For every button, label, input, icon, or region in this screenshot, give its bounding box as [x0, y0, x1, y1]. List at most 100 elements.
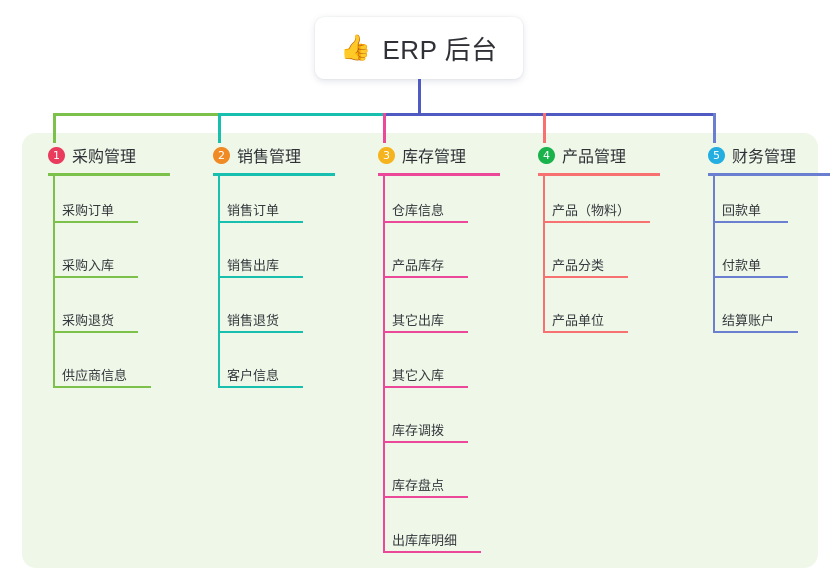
leaf-underline: [218, 331, 303, 333]
leaf-underline: [543, 331, 628, 333]
number-badge-2: 2: [213, 146, 230, 164]
leaf-underline: [53, 221, 138, 223]
leaf-label: 仓库信息: [392, 203, 445, 218]
leaf-underline: [383, 221, 468, 223]
leaf-label: 采购退货: [62, 313, 115, 328]
branch-panel: [22, 133, 818, 568]
trunk-line: [418, 79, 421, 116]
leaf-list-4: 产品（物料） 产品分类产品单位: [520, 173, 650, 338]
leaf-list-2: 销售订单销售出库销售退货客户信息: [195, 173, 303, 393]
connector-stub-5: [713, 113, 716, 143]
leaf-underline: [383, 551, 481, 553]
bus-segment-blue: [383, 113, 716, 116]
leaf-underline: [713, 331, 798, 333]
connector-stub-3: [383, 113, 386, 143]
leaf-label: 库存调拨: [392, 423, 445, 438]
leaf-underline: [383, 441, 468, 443]
root-title: ERP 后台: [382, 34, 498, 65]
leaf-item[interactable]: 销售订单: [195, 173, 303, 228]
bus-segment-teal: [218, 113, 383, 116]
leaf-item[interactable]: 产品单位: [520, 283, 628, 338]
leaf-spine-3: [383, 173, 385, 553]
leaf-label: 库存盘点: [392, 478, 445, 493]
leaf-item[interactable]: 采购退货: [30, 283, 138, 338]
number-badge-3: 3: [378, 146, 395, 164]
column-underline-2: [213, 173, 335, 176]
connector-stub-1: [53, 113, 56, 143]
leaf-underline: [383, 386, 468, 388]
leaf-underline: [713, 221, 788, 223]
leaf-underline: [218, 386, 303, 388]
column-title-5: 财务管理: [732, 149, 797, 166]
leaf-item[interactable]: 付款单: [690, 228, 796, 283]
leaf-item[interactable]: 仓库信息: [360, 173, 468, 228]
leaf-item[interactable]: 出库库明细: [360, 503, 481, 558]
number-badge-5: 5: [708, 146, 725, 164]
column-5: 5 财务管理回款单付款单结算账户: [690, 143, 830, 338]
thumbs-up-icon: 👍: [340, 33, 372, 62]
leaf-underline: [713, 276, 788, 278]
leaf-label: 其它出库: [392, 313, 445, 328]
leaf-item[interactable]: 产品库存: [360, 228, 468, 283]
leaf-label: 销售出库: [227, 258, 280, 273]
leaf-item[interactable]: 客户信息: [195, 338, 303, 393]
leaf-label: 客户信息: [227, 368, 280, 383]
leaf-label: 产品分类: [552, 258, 605, 273]
column-title-3: 库存管理: [402, 149, 467, 166]
leaf-item[interactable]: 采购订单: [30, 173, 138, 228]
leaf-label: 出库库明细: [392, 533, 458, 548]
leaf-label: 其它入库: [392, 368, 445, 383]
column-underline-4: [538, 173, 660, 176]
number-badge-1: 1: [48, 146, 65, 164]
leaf-label: 采购入库: [62, 258, 115, 273]
leaf-label: 产品单位: [552, 313, 605, 328]
column-header-5[interactable]: 5 财务管理: [690, 143, 830, 176]
leaf-underline: [383, 331, 468, 333]
leaf-list-1: 采购订单采购入库采购退货供应商信息: [30, 173, 151, 393]
column-header-4[interactable]: 4 产品管理: [520, 143, 660, 176]
leaf-item[interactable]: 库存盘点: [360, 448, 468, 503]
leaf-underline: [383, 276, 468, 278]
leaf-item[interactable]: 回款单: [690, 173, 796, 228]
leaf-list-5: 回款单付款单结算账户: [690, 173, 798, 338]
column-title-4: 产品管理: [562, 149, 627, 166]
leaf-item[interactable]: 销售退货: [195, 283, 303, 338]
leaf-spine-1: [53, 173, 55, 388]
leaf-label: 供应商信息: [62, 368, 128, 383]
leaf-label: 结算账户: [722, 313, 775, 328]
leaf-item[interactable]: 其它出库: [360, 283, 468, 338]
root-node[interactable]: 👍 ERP 后台: [315, 17, 523, 79]
leaf-label: 付款单: [722, 258, 762, 273]
leaf-item[interactable]: 结算账户: [690, 283, 798, 338]
leaf-underline: [53, 276, 138, 278]
leaf-underline: [543, 276, 628, 278]
leaf-item[interactable]: 销售出库: [195, 228, 303, 283]
leaf-label: 产品（物料）: [552, 203, 631, 218]
leaf-underline: [218, 276, 303, 278]
leaf-label: 销售订单: [227, 203, 280, 218]
leaf-label: 销售退货: [227, 313, 280, 328]
leaf-item[interactable]: 其它入库: [360, 338, 468, 393]
number-badge-4: 4: [538, 146, 555, 164]
leaf-item[interactable]: 库存调拨: [360, 393, 468, 448]
leaf-spine-4: [543, 173, 545, 333]
connector-stub-2: [218, 113, 221, 143]
leaf-label: 采购订单: [62, 203, 115, 218]
column-header-3[interactable]: 3 库存管理: [360, 143, 500, 176]
leaf-item[interactable]: 供应商信息: [30, 338, 151, 393]
leaf-item[interactable]: 采购入库: [30, 228, 138, 283]
column-4: 4 产品管理产品（物料） 产品分类产品单位: [520, 143, 660, 338]
leaf-underline: [383, 496, 468, 498]
leaf-item[interactable]: 产品（物料）: [520, 173, 650, 228]
leaf-underline: [53, 331, 138, 333]
leaf-spine-5: [713, 173, 715, 333]
connector-stub-4: [543, 113, 546, 143]
leaf-underline: [218, 221, 303, 223]
leaf-item[interactable]: 产品分类: [520, 228, 628, 283]
leaf-underline: [543, 221, 650, 223]
